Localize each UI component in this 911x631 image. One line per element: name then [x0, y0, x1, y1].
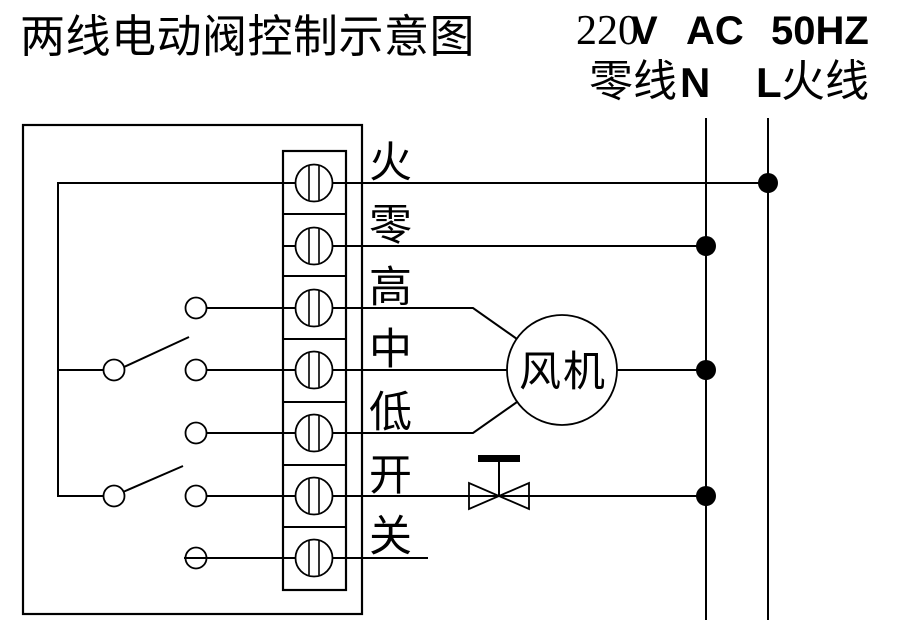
junction-dot-fan-return	[696, 360, 716, 380]
screw-head-icon	[294, 413, 334, 453]
junction-dot-live	[758, 173, 778, 193]
screw-slot-icon	[308, 541, 320, 575]
fan-motor: 风机	[506, 314, 618, 426]
screw-slot-icon	[308, 166, 320, 200]
valve-actuator-bar-icon	[478, 455, 520, 462]
valve-body-left-icon	[468, 481, 502, 511]
terminal-label-low: 低	[369, 390, 412, 437]
power-spec-line: 220 V AC 50HZ	[576, 8, 869, 54]
switch1-contact-low	[184, 421, 208, 445]
screw-terminal-open	[294, 476, 334, 516]
switch2-contact-close	[184, 546, 208, 570]
current-type: AC	[686, 9, 744, 53]
valve-body-right-icon	[496, 481, 530, 511]
neutral-code-label: N	[680, 59, 710, 106]
terminal-label-mid: 中	[369, 327, 412, 374]
motorized-valve	[468, 455, 530, 511]
screw-slot-icon	[308, 291, 320, 325]
junction-dot-valve-return	[696, 486, 716, 506]
fan-label: 风机	[519, 350, 607, 396]
terminal-label-high: 高	[369, 265, 412, 312]
switch1-contact-mid	[184, 358, 208, 382]
live-code-label: L	[756, 59, 782, 106]
terminal-label-live: 火	[369, 140, 412, 187]
terminal-block-outline	[281, 149, 348, 592]
switch2-blade	[122, 465, 184, 493]
live-wire	[57, 182, 768, 497]
fan-circle-icon	[506, 314, 618, 426]
fan-speed-switch	[102, 296, 208, 445]
switch1-contact-high	[184, 296, 208, 320]
live-name-label: 火线	[781, 57, 869, 106]
screw-terminal-close	[294, 538, 334, 578]
screw-head-icon	[294, 476, 334, 516]
screw-terminal-live	[294, 163, 334, 203]
screw-head-icon	[294, 350, 334, 390]
screw-terminal-high	[294, 288, 334, 328]
screw-terminal-neutral	[294, 226, 334, 266]
line-name-row: 零线 N L 火线	[589, 57, 869, 106]
switch2-contact-open	[184, 484, 208, 508]
terminal-label-close: 关	[369, 514, 412, 561]
diagram-title: 两线电动阀控制示意图	[20, 12, 475, 62]
screw-head-icon	[294, 538, 334, 578]
terminal-label-neutral: 零	[369, 203, 412, 250]
screw-terminal-mid	[294, 350, 334, 390]
valve-switch	[102, 465, 208, 570]
screw-slot-icon	[308, 416, 320, 450]
screw-slot-icon	[308, 353, 320, 387]
screw-slot-icon	[308, 229, 320, 263]
voltage-unit: V	[631, 9, 658, 53]
terminal-label-open: 开	[369, 453, 412, 500]
screw-head-icon	[294, 163, 334, 203]
screw-slot-icon	[308, 479, 320, 513]
voltage-value: 220	[576, 8, 639, 54]
screw-head-icon	[294, 288, 334, 328]
junction-dot-neutral	[696, 236, 716, 256]
neutral-name-label: 零线	[589, 57, 677, 106]
terminal-block	[281, 149, 348, 592]
switch2-common-terminal	[102, 484, 126, 508]
frequency: 50HZ	[771, 9, 869, 53]
terminal-labels: 火 零 高 中 低 开 关	[369, 140, 412, 561]
switch1-common-terminal	[102, 358, 126, 382]
screw-terminal-low	[294, 413, 334, 453]
screw-head-icon	[294, 226, 334, 266]
switch1-blade	[123, 336, 190, 368]
